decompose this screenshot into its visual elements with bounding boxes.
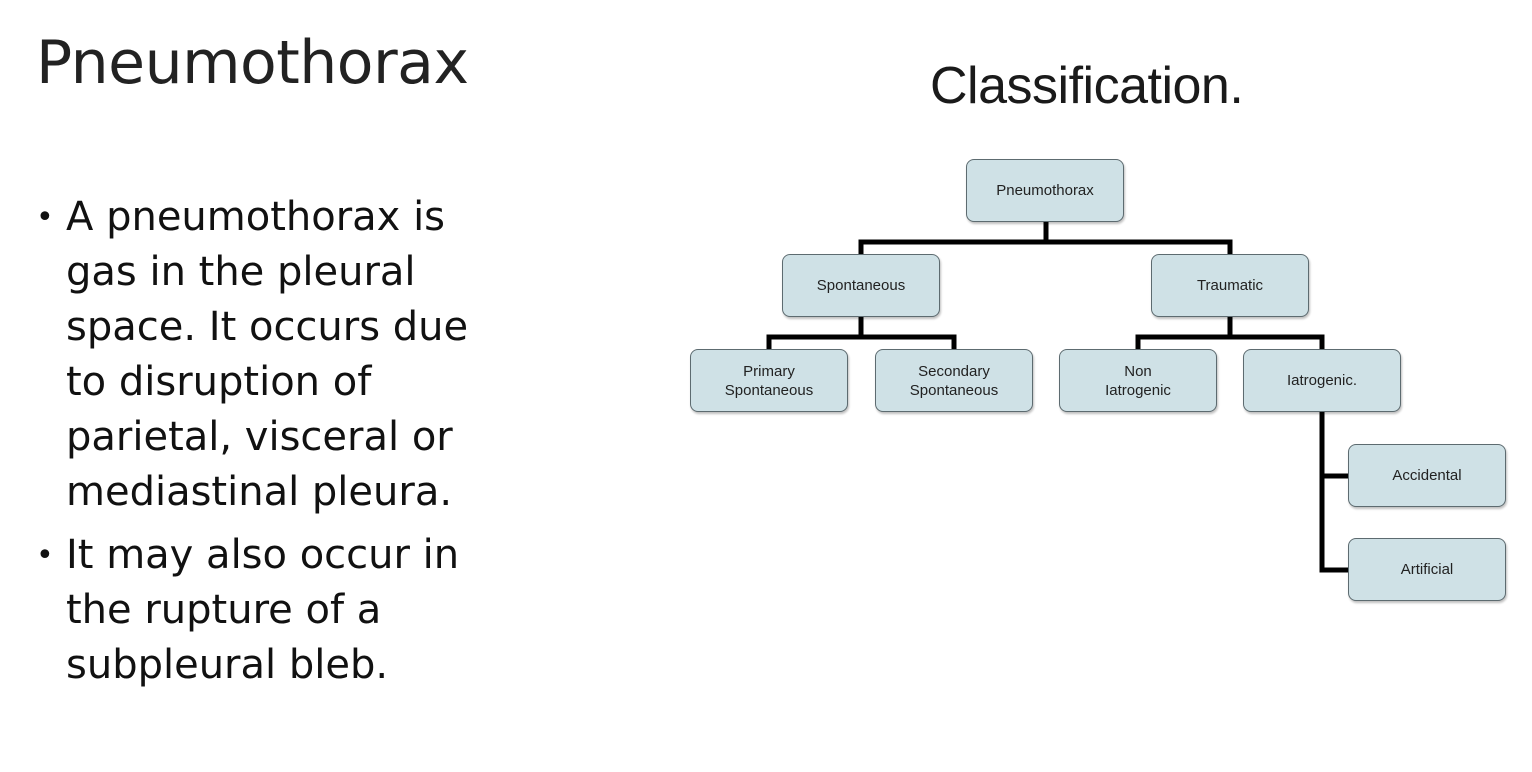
node-iatrogenic: Iatrogenic. [1243,349,1401,412]
node-non-iatrogenic: Non Iatrogenic [1059,349,1217,412]
node-primary-spontaneous: Primary Spontaneous [690,349,848,412]
slide-title: Pneumothorax [36,28,469,98]
bullet-item: • It may also occur in the rupture of a … [36,528,476,693]
node-artificial: Artificial [1348,538,1506,601]
bullet-text: A pneumothorax is gas in the pleural spa… [66,194,469,515]
bullet-marker: • [36,538,54,573]
bullet-text: It may also occur in the rupture of a su… [66,532,460,688]
node-spontaneous: Spontaneous [782,254,940,317]
bullet-list: • A pneumothorax is gas in the pleural s… [36,190,476,701]
node-traumatic: Traumatic [1151,254,1309,317]
node-secondary-spontaneous: Secondary Spontaneous [875,349,1033,412]
bullet-item: • A pneumothorax is gas in the pleural s… [36,190,476,520]
node-pneumothorax: Pneumothorax [966,159,1124,222]
bullet-marker: • [36,200,54,235]
diagram-title: Classification. [930,57,1244,115]
node-accidental: Accidental [1348,444,1506,507]
